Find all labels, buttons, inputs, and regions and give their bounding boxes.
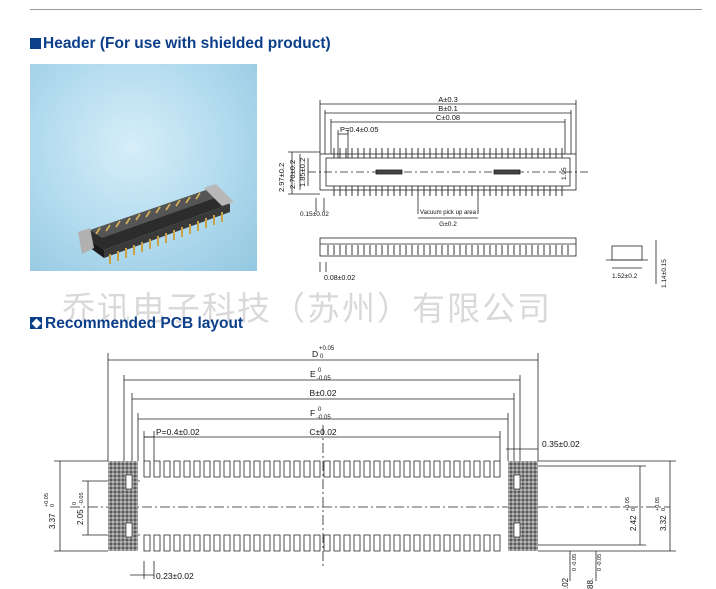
pcb-bottom-v2: 88. (586, 578, 595, 589)
pcb-dim-p: P=0.4±0.02 (156, 427, 200, 437)
pcb-dim-bottom-left: 0.23±0.02 (156, 571, 194, 581)
pcb-dim-c: C±0.02 (309, 427, 337, 437)
pcb-dim-d: D (312, 349, 318, 359)
pcb-dim-e: E (310, 369, 316, 379)
pcb-dim-f: F (310, 408, 315, 418)
dim-vacuum: Vacuum pick up area (420, 210, 477, 216)
dim-end-h: 1.14±0.15 (661, 259, 668, 288)
dim-end-w: 1.52±0.2 (612, 273, 638, 280)
dim-foot: 0.15±0.02 (300, 211, 329, 218)
pcb-right-outer-up: +0.05 (655, 497, 661, 511)
connector-photo (30, 64, 257, 271)
pcb-left-outer-up: +0.05 (44, 493, 50, 507)
pcb-dim-b: B±0.02 (310, 388, 337, 398)
connector-photo-illustration (78, 184, 234, 264)
header-drawing: A±0.3 B±0.1 C±0.08 P=0.4±0.05 2.97±0.2 2… (277, 95, 668, 288)
dim-bottom: 0.08±0.02 (324, 275, 355, 282)
pcb-right-outer: 3.32 (659, 515, 668, 531)
pcb-right-inner-dn: 0 (631, 508, 637, 511)
dim-c: C±0.08 (436, 113, 460, 122)
left-shield-pad (108, 461, 138, 551)
right-shield-pad (508, 461, 538, 551)
header-title-text: Header (For use with shielded product) (43, 35, 331, 52)
pcb-dim-f-tol-dn: -0.05 (317, 415, 331, 421)
pcb-right-outer-dn: 0 (661, 508, 667, 511)
dim-p: P=0.4±0.05 (340, 125, 379, 134)
pcb-title-text: Recommended PCB layout (45, 315, 244, 332)
pcb-left-inner-dn: -0.05 (79, 492, 85, 505)
pcb-left-outer-dn: 0 (50, 504, 56, 507)
header-section-title: Header (For use with shielded product) (30, 35, 331, 53)
pcb-dim-right: 0.35±0.02 (542, 439, 580, 449)
pcb-dim-d-tol-dn: 0 (320, 354, 324, 360)
dim-b: B±0.1 (438, 104, 458, 113)
dim-a: A±0.3 (438, 95, 458, 104)
pcb-left-outer: 3.37 (48, 513, 57, 529)
pcb-left-inner-up: 0 (72, 502, 78, 505)
dim-side: 1.95 (561, 167, 568, 180)
watermark-text: 乔讯电子科技（苏州）有限公司 (62, 289, 552, 328)
pcb-layout-drawing: D +0.05 0 E 0 -0.05 B±0.02 F 0 -0.05 P=0… (44, 346, 676, 589)
pcb-bottom-v1-tol: 0 -0.05 (572, 554, 578, 571)
dim-h3: 1.85±0.2 (298, 158, 307, 187)
top-rule (30, 9, 702, 10)
signal-pads (143, 460, 501, 552)
pcb-dim-d-tol-up: +0.05 (319, 346, 335, 352)
pcb-dim-e-tol-dn: -0.05 (317, 376, 331, 382)
pcb-right-inner: 2.42 (629, 515, 638, 531)
pcb-dim-e-tol-up: 0 (318, 368, 322, 374)
dim-h1: 2.97±0.2 (277, 163, 286, 192)
diamond-bullet-icon (30, 317, 42, 329)
pcb-dim-f-tol-up: 0 (318, 407, 322, 413)
pcb-bottom-v2-tol: 0 -0.05 (597, 554, 603, 571)
square-bullet-icon (30, 38, 41, 49)
dim-h2: 2.70±0.2 (288, 160, 297, 189)
dim-g: G±0.2 (439, 221, 457, 228)
pcb-left-inner: 2.05 (76, 509, 85, 525)
pcb-section-title: Recommended PCB layout (30, 315, 243, 333)
pcb-right-inner-up: +0.05 (625, 497, 631, 511)
pcb-bottom-v1: .02 (561, 577, 570, 589)
